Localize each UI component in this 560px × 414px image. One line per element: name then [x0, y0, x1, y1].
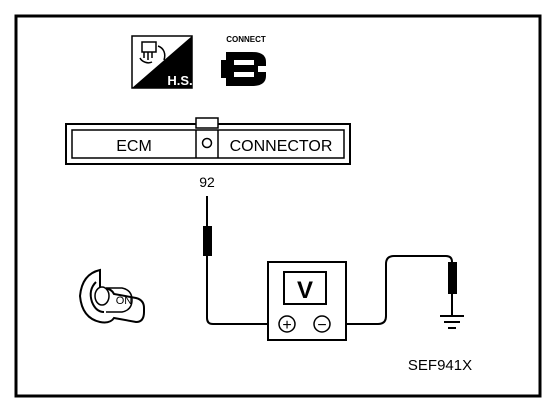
negative-lead-wire: [345, 255, 453, 325]
voltmeter-display-text: V: [297, 277, 313, 304]
connect-icon: CONNECT: [221, 35, 266, 86]
connector-left-label: ECM: [116, 138, 152, 155]
negative-probe: [448, 262, 457, 316]
figure-code: SEF941X: [408, 357, 472, 374]
connector-right-label: CONNECTOR: [230, 138, 333, 155]
ecm-connector: ECM CONNECTOR: [65, 117, 351, 165]
voltmeter: V + −: [267, 261, 347, 341]
negative-terminal: [313, 315, 331, 333]
terminal-number: 92: [199, 174, 215, 190]
positive-probe: [203, 196, 212, 256]
connector-terminal-hole: [201, 137, 213, 149]
voltmeter-display: [283, 271, 327, 305]
ground-icon: [440, 315, 464, 329]
positive-terminal: [278, 315, 296, 333]
harness-inspection-icon: H.S.: [131, 35, 193, 89]
ignition-key-icon: ON: [78, 268, 145, 324]
figure-frame: [14, 14, 542, 398]
connect-label: CONNECT: [226, 35, 266, 44]
positive-terminal-symbol: +: [282, 317, 291, 334]
ignition-key-label: ON: [116, 295, 133, 307]
harness-badge-text: H.S.: [167, 73, 192, 88]
negative-terminal-symbol: −: [317, 317, 326, 334]
positive-lead-wire: [206, 256, 268, 325]
